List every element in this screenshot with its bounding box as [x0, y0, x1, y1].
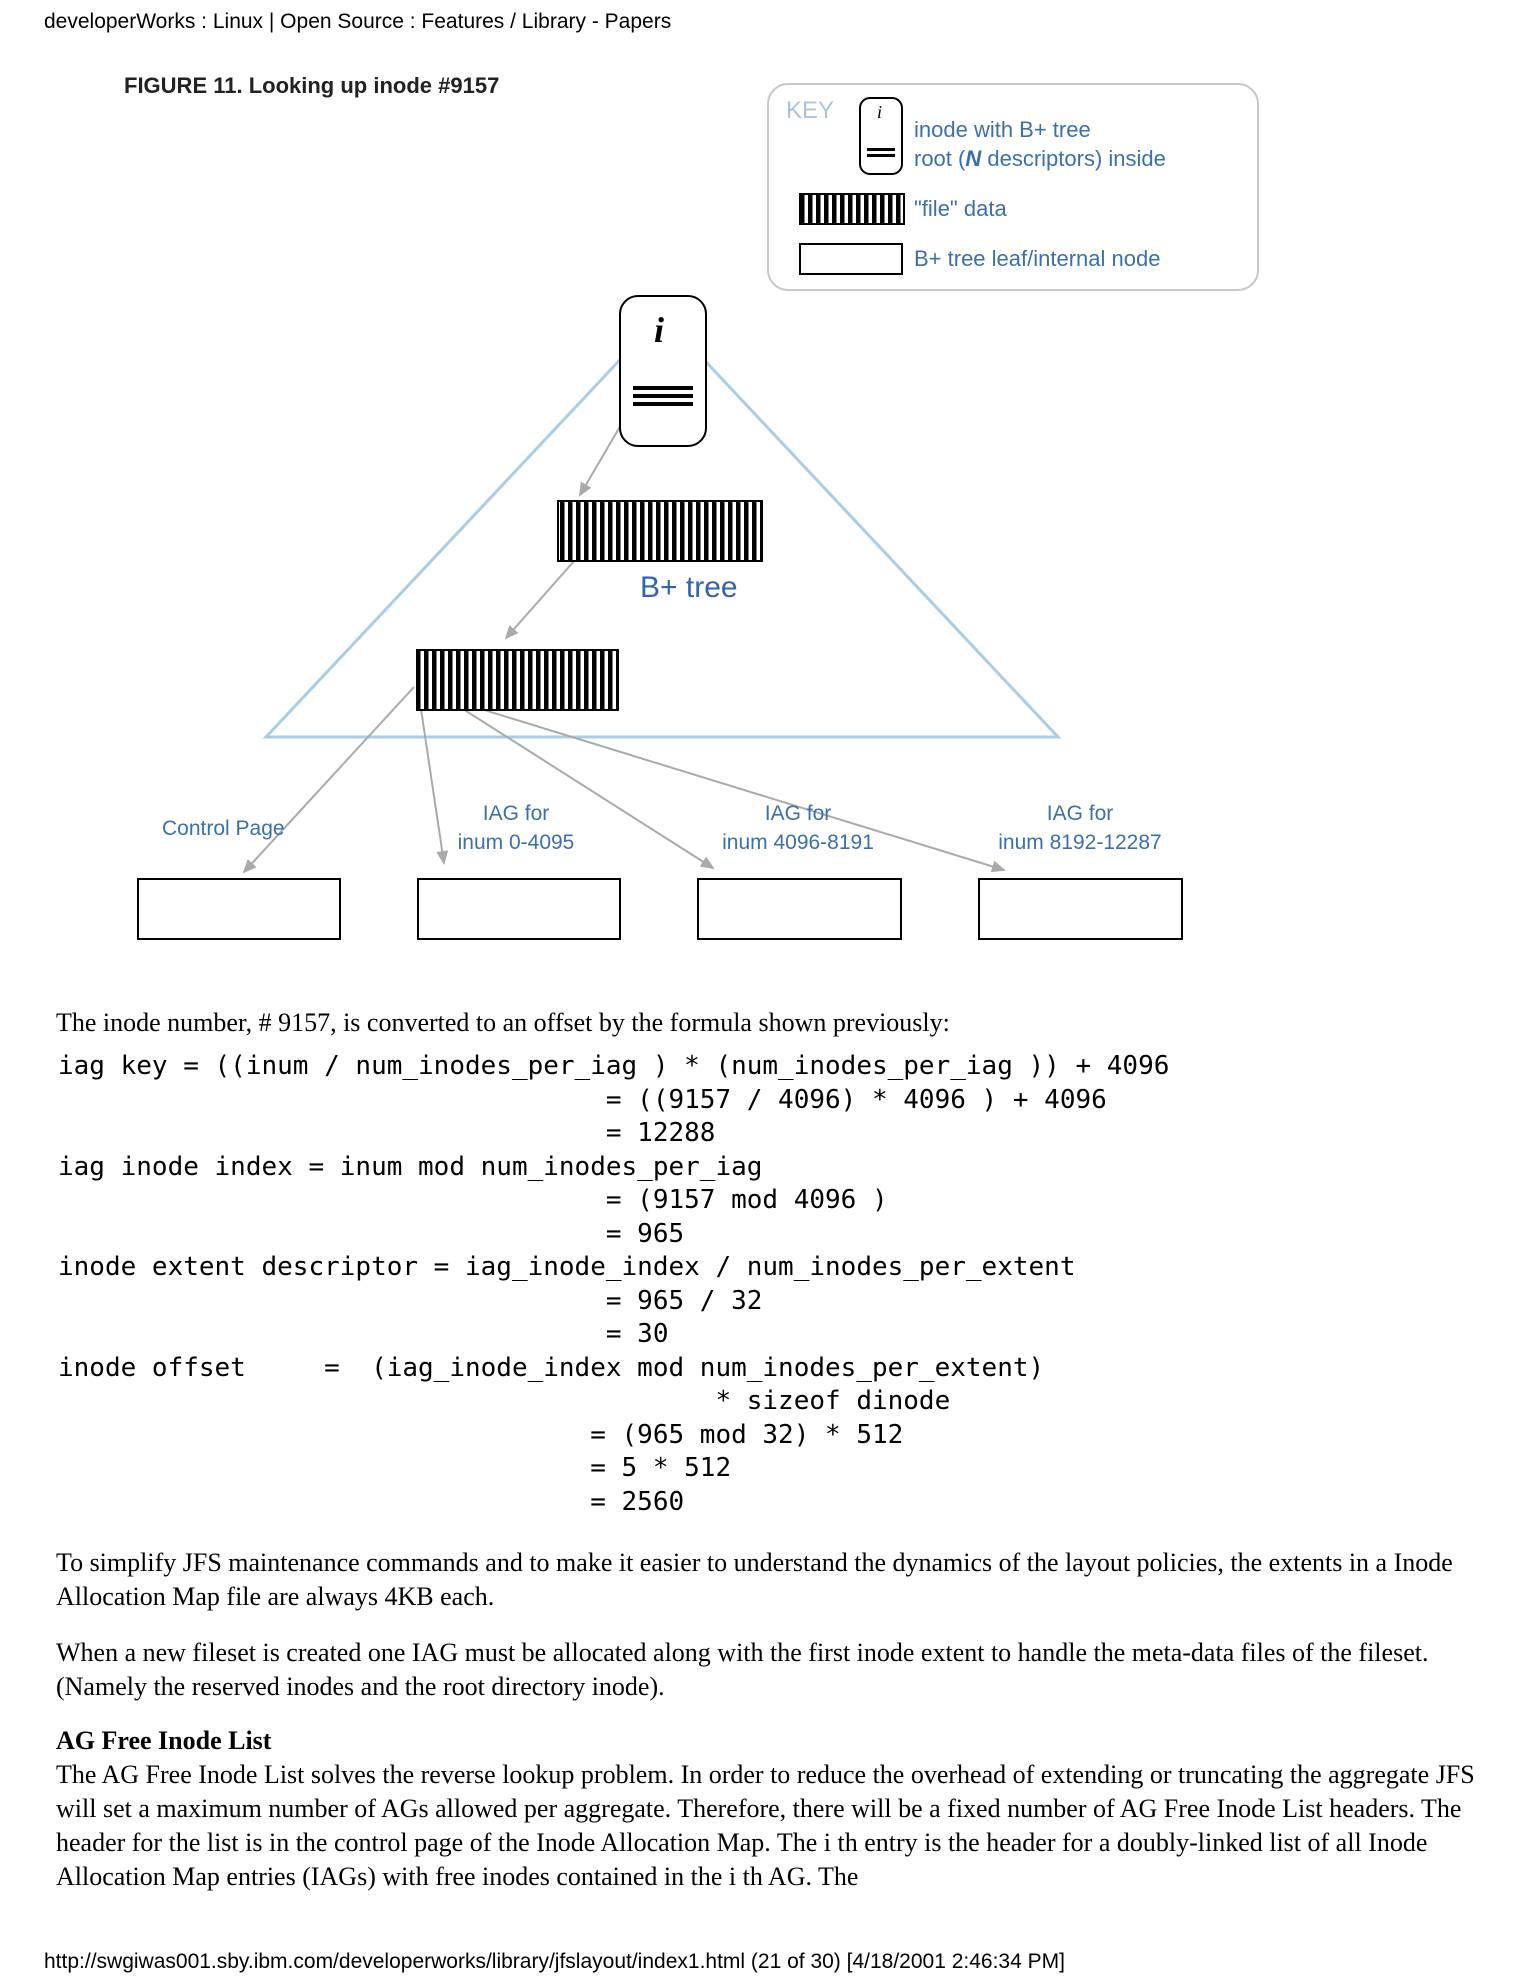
- key-file-data-swatch: [799, 193, 905, 225]
- formula-block: iag key = ((inum / num_inodes_per_iag ) …: [58, 1050, 1169, 1519]
- code-line: inode extent descriptor = iag_inode_inde…: [58, 1252, 1076, 1282]
- svg-text:i: i: [654, 310, 664, 350]
- iag-box-2: [978, 878, 1183, 940]
- key-inode-line1: inode with B+ tree: [914, 117, 1091, 142]
- target-label-iag-2-line2: inum 8192-12287: [998, 831, 1161, 854]
- code-line: iag inode index = inum mod num_inodes_pe…: [58, 1151, 763, 1182]
- target-label-iag-0-line1: IAG for: [483, 802, 550, 825]
- code-line: = 30: [58, 1319, 669, 1349]
- code-line: = 12288: [58, 1118, 716, 1148]
- intro-paragraph: The inode number, # 9157, is converted t…: [56, 1008, 950, 1037]
- page-header: developerWorks : Linux | Open Source : F…: [44, 10, 672, 33]
- btree-triangle: [262, 312, 1062, 739]
- inode-root-icon: i: [619, 295, 707, 447]
- target-label-iag-1-line2: inum 4096-8191: [722, 831, 874, 854]
- paragraph-free-inode-list: The AG Free Inode List solves the revers…: [56, 1760, 1475, 1891]
- btree-internal-node-data: [557, 500, 763, 562]
- key-inode-icon: i: [859, 97, 903, 175]
- code-line: * sizeof dinode: [58, 1386, 951, 1416]
- code-line: = (9157 mod 4096 ): [58, 1185, 888, 1215]
- control-page-box: [137, 878, 341, 940]
- arrows: [242, 417, 1006, 874]
- code-line: = 2560: [58, 1486, 685, 1517]
- code-line: iag key = ((inum / num_inodes_per_iag ) …: [58, 1051, 1170, 1081]
- code-line: inode offset = (iag_inode_index mod num_…: [58, 1352, 1045, 1383]
- target-label-control-page: Control Page: [162, 817, 285, 840]
- target-label-iag-2-line1: IAG for: [1047, 802, 1114, 825]
- iag-box-0: [417, 878, 621, 940]
- svg-text:i: i: [877, 102, 882, 122]
- target-label-iag-1-line1: IAG for: [765, 802, 832, 825]
- key-legend: KEY i inode with B+ tree root (N descrip…: [767, 83, 1259, 291]
- key-title: KEY: [786, 97, 834, 124]
- target-label-iag-0-line2: inum 0-4095: [458, 831, 575, 854]
- key-btree-node-label: B+ tree leaf/internal node: [914, 246, 1160, 271]
- inode-lookup-figure: FIGURE 11. Looking up inode #9157 KEY i …: [124, 73, 1259, 940]
- code-line: = 965: [58, 1218, 685, 1249]
- btree-label: B+ tree: [640, 571, 738, 604]
- code-line: = ((9157 / 4096) * 4096 ) + 4096: [58, 1084, 1107, 1115]
- page-footer-url: http://swgiwas001.sby.ibm.com/developerw…: [44, 1950, 1065, 1973]
- btree-leaf-node-data: [416, 649, 619, 711]
- paragraph-extents: To simplify JFS maintenance commands and…: [56, 1548, 1453, 1611]
- paragraph-fileset: When a new fileset is created one IAG mu…: [56, 1638, 1429, 1701]
- code-line: = 5 * 512: [58, 1453, 732, 1483]
- key-file-data-label: "file" data: [914, 196, 1007, 221]
- code-line: = 965 / 32: [58, 1285, 763, 1316]
- section-heading: AG Free Inode List: [56, 1726, 272, 1755]
- code-line: = (965 mod 32) * 512: [58, 1419, 904, 1450]
- figure-title: FIGURE 11. Looking up inode #9157: [124, 73, 499, 98]
- key-btree-node-swatch: [799, 243, 903, 275]
- key-inode-line2: root (N descriptors) inside: [914, 146, 1166, 171]
- iag-box-1: [697, 878, 902, 940]
